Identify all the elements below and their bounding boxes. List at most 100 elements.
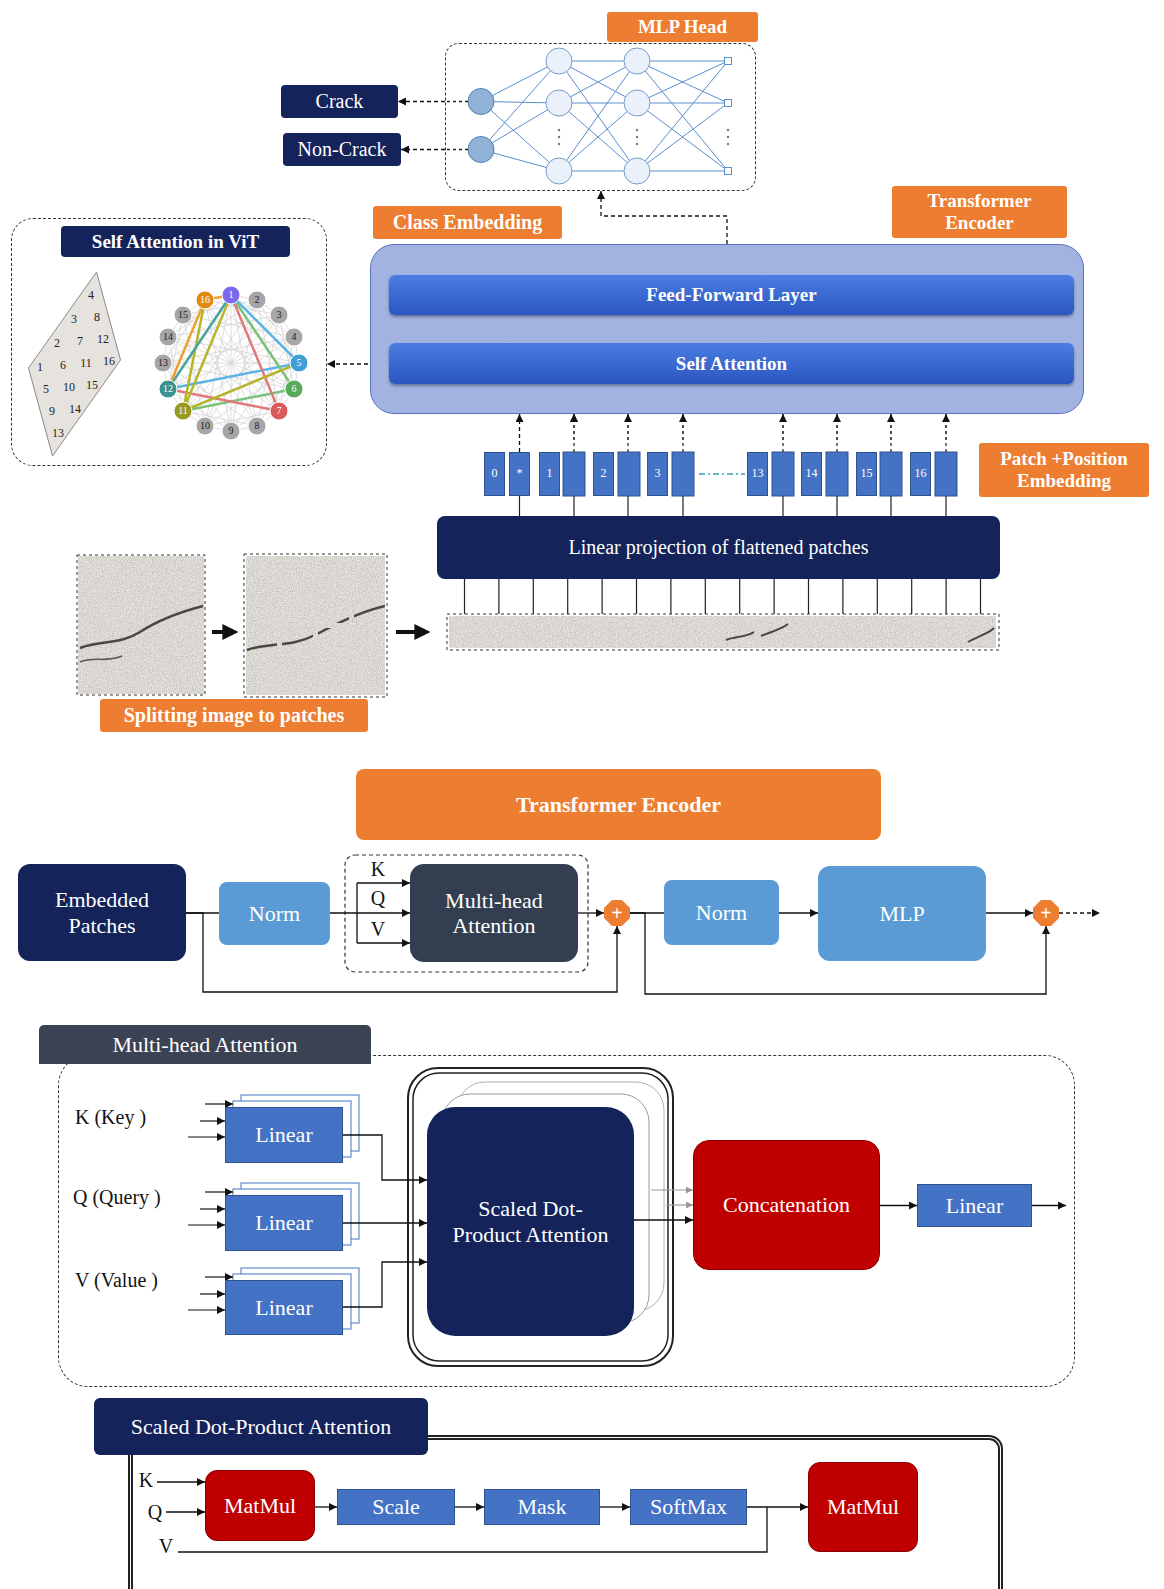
token-box: 16 bbox=[910, 452, 931, 496]
graph-node-number: 5 bbox=[297, 358, 302, 368]
attention-graph-part-part bbox=[163, 295, 299, 431]
box-text: Norm bbox=[249, 901, 300, 926]
multihead-wiring-part bbox=[188, 1136, 225, 1137]
multihead-wiring-part bbox=[1032, 1205, 1066, 1206]
patch-number: 3 bbox=[71, 313, 77, 325]
graph-node-number: 15 bbox=[178, 310, 188, 320]
connector bbox=[601, 191, 727, 244]
class-output-box: Non-Crack bbox=[283, 133, 401, 166]
heading-tab: Scaled Dot-Product Attention bbox=[94, 1398, 428, 1455]
layer-band: Feed-Forward Layer bbox=[389, 275, 1074, 315]
neural-network-part bbox=[445, 102, 468, 150]
patch-grid-part-part bbox=[282, 664, 313, 695]
box-text: Scale bbox=[372, 1494, 420, 1519]
heading-tab: Transformer Encoder bbox=[892, 186, 1067, 238]
patch-grid-part-part bbox=[246, 556, 277, 587]
heading-tab: Multi-head Attention bbox=[39, 1025, 371, 1064]
patch-strip-part-part bbox=[690, 616, 721, 648]
patch-grid-part-part bbox=[282, 592, 313, 623]
multihead-wiring-part bbox=[205, 1191, 233, 1192]
patch-number: 13 bbox=[52, 427, 64, 439]
layer-band: Self Attention bbox=[389, 343, 1074, 384]
graph-node-number: 10 bbox=[200, 421, 210, 431]
patch-strip-part-part bbox=[931, 616, 962, 648]
neural-network-part-part bbox=[636, 129, 638, 131]
token-row bbox=[520, 414, 958, 516]
encoder-wiring-part bbox=[1059, 912, 1100, 913]
neural-network-part bbox=[559, 61, 637, 171]
patch-number: 2 bbox=[54, 337, 60, 349]
patch-grid-part bbox=[246, 556, 385, 695]
graph-node-number: 3 bbox=[277, 310, 282, 320]
connector bbox=[986, 912, 1033, 913]
patch-number: 4 bbox=[88, 289, 94, 301]
token-row-part bbox=[880, 452, 902, 496]
box-text: 14 bbox=[806, 467, 818, 481]
multihead-wiring bbox=[188, 1068, 1066, 1366]
graph-node-number: 12 bbox=[163, 384, 173, 394]
box-text: SoftMax bbox=[650, 1494, 727, 1519]
box-text: Feed-Forward Layer bbox=[646, 284, 816, 306]
input-letter: V bbox=[371, 919, 385, 939]
box-text: 3 bbox=[655, 467, 661, 481]
input-name: K (Key ) bbox=[75, 1107, 146, 1127]
process-box: Linear bbox=[225, 1195, 343, 1251]
heading-text: MLP Head bbox=[638, 16, 727, 38]
box-text: Embedded Patches bbox=[37, 887, 167, 938]
attention-panel: Scaled Dot-Product AttentionMatMulScaleM… bbox=[128, 1435, 1003, 1589]
box-text: Patch +Position Embedding bbox=[989, 448, 1139, 492]
patch-grid-part-part bbox=[354, 628, 385, 659]
box-text: Linear projection of flattened patches bbox=[569, 536, 869, 559]
multihead-wiring-part bbox=[408, 1068, 673, 1366]
process-box: Linear projection of flattened patches bbox=[437, 516, 1000, 579]
neural-network-part bbox=[546, 48, 572, 74]
connector bbox=[600, 1506, 630, 1507]
neural-network-part-part bbox=[636, 143, 638, 145]
patch-number: 5 bbox=[43, 383, 49, 395]
token-row-part bbox=[574, 414, 946, 452]
multihead-wiring-part bbox=[413, 1073, 668, 1361]
token-box: 2 bbox=[593, 452, 614, 496]
box-text: 13 bbox=[752, 467, 764, 481]
graph-node-number: 8 bbox=[255, 421, 260, 431]
patch-strip-part bbox=[449, 616, 996, 648]
neural-network-part bbox=[468, 89, 494, 115]
attention-graph-part-part bbox=[163, 295, 299, 431]
heading-text: Transformer Encoder bbox=[905, 190, 1055, 234]
patch-grid-part-part bbox=[354, 664, 385, 695]
box-text: Splitting image to patches bbox=[124, 704, 345, 727]
sum-octagon-shape bbox=[1033, 900, 1059, 926]
patch-grid-part-part bbox=[318, 664, 349, 695]
token-row-part bbox=[563, 452, 585, 496]
multihead-wiring-part bbox=[666, 1204, 693, 1205]
input-letter: K bbox=[371, 859, 385, 879]
box-text: 0 bbox=[492, 467, 498, 481]
box-text: Linear bbox=[946, 1193, 1003, 1218]
attention-graph bbox=[154, 286, 308, 440]
attention-graph-part-part bbox=[154, 354, 172, 372]
neural-network-part-part bbox=[727, 143, 729, 145]
patch-grid-part bbox=[247, 606, 385, 650]
attention-graph-part-part bbox=[248, 291, 266, 309]
graph-node-number: 11 bbox=[178, 406, 188, 416]
section-label: Patch +Position Embedding bbox=[979, 443, 1149, 497]
encoder-wiring-part bbox=[357, 942, 410, 943]
attention-graph-part bbox=[163, 295, 299, 431]
neural-network-part bbox=[558, 129, 729, 145]
token-box: 3 bbox=[647, 452, 668, 496]
process-box: Norm bbox=[664, 880, 779, 945]
connector bbox=[455, 1506, 484, 1507]
neural-network-part bbox=[624, 90, 650, 116]
token-row-part bbox=[683, 414, 684, 440]
patch-strip-part-part bbox=[621, 616, 652, 648]
process-box: Concatenation bbox=[693, 1140, 880, 1270]
neural-network-part bbox=[624, 48, 650, 74]
connector bbox=[578, 912, 604, 913]
heading-text: Multi-head Attention bbox=[112, 1032, 297, 1057]
patch-strip-part-part bbox=[483, 616, 514, 648]
sdpa-wiring-part bbox=[157, 1481, 205, 1482]
box-text: MatMul bbox=[224, 1493, 296, 1518]
input-image-part bbox=[212, 630, 232, 634]
patch-grid-part-part bbox=[246, 628, 277, 659]
